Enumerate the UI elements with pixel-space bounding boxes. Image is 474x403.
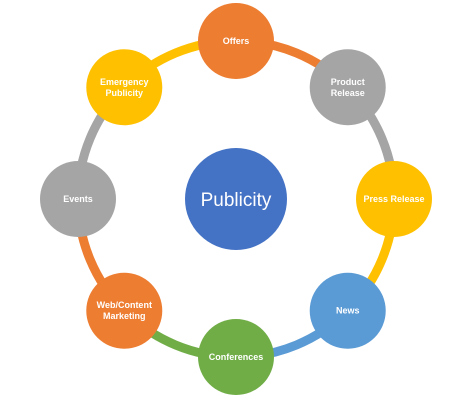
node-label-events: Events	[63, 194, 93, 204]
center-node: Publicity	[185, 148, 287, 250]
center-circle	[185, 148, 287, 250]
node-label-news: News	[336, 306, 360, 316]
node-label-offers: Offers	[223, 36, 250, 46]
node-news: News	[309, 272, 386, 349]
node-circle-web-content-marketing	[86, 272, 163, 349]
node-conferences: Conferences	[198, 319, 274, 395]
node-label-press-release: Press Release	[363, 194, 424, 204]
node-circle-product-release	[309, 49, 386, 126]
node-offers: Offers	[198, 3, 274, 79]
node-circle-news	[309, 272, 386, 349]
node-press-release: Press Release	[356, 161, 432, 237]
node-circle-press-release	[356, 161, 432, 237]
node-circle-conferences	[198, 319, 274, 395]
node-circle-offers	[198, 3, 274, 79]
node-events: Events	[40, 161, 116, 237]
node-circle-emergency-publicity	[86, 49, 163, 126]
node-circle-events	[40, 161, 116, 237]
node-label-conferences: Conferences	[209, 352, 264, 362]
center-label: Publicity	[201, 190, 272, 211]
